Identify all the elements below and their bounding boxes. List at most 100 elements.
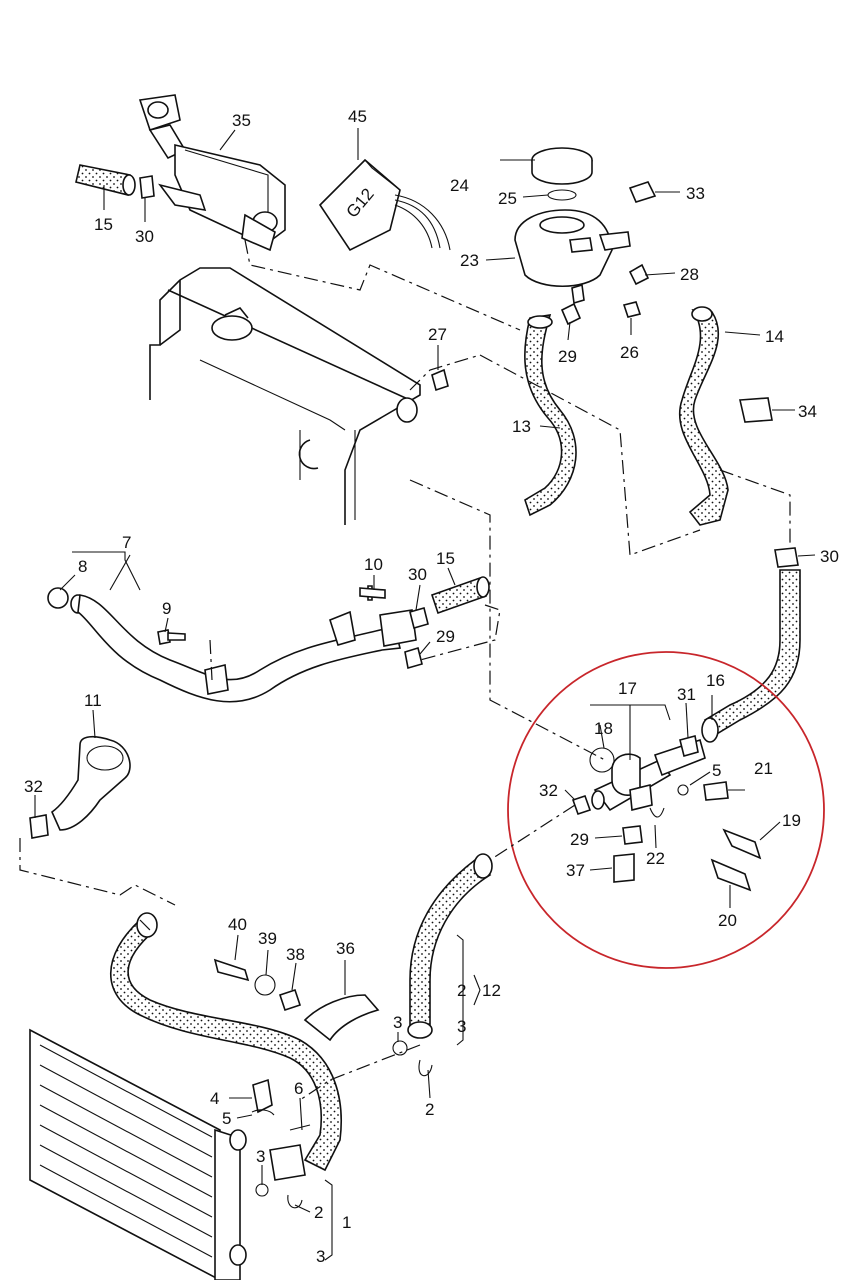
callout-35: 35 xyxy=(232,111,251,130)
radiator xyxy=(29,1028,311,1282)
callout-23: 23 xyxy=(460,251,479,270)
callout-14: 14 xyxy=(765,327,784,346)
sender-21 xyxy=(703,781,729,801)
callout-10: 10 xyxy=(364,555,383,574)
clamp-30-mid xyxy=(409,607,429,629)
coolant-level-sensor: G12 xyxy=(318,158,451,252)
callout-15-mid: 15 xyxy=(436,549,455,568)
plug-37 xyxy=(613,853,635,883)
callout-32-left: 32 xyxy=(24,777,43,796)
callout-5-top: 5 xyxy=(712,761,721,780)
callout-37: 37 xyxy=(566,861,585,880)
callout-3-mid: 3 xyxy=(393,1013,402,1032)
callout-20: 20 xyxy=(718,911,737,930)
callout-2-mid: 2 xyxy=(425,1100,434,1119)
callout-28: 28 xyxy=(680,265,699,284)
bracket-36 xyxy=(303,994,380,1042)
callout-labels: 35 45 24 25 33 23 28 15 30 27 29 26 14 1… xyxy=(24,107,839,1266)
sender-20 xyxy=(710,858,752,892)
callout-30-top: 30 xyxy=(135,227,154,246)
seal-5-lower xyxy=(251,1109,275,1116)
clip-39 xyxy=(254,974,276,996)
callout-39: 39 xyxy=(258,929,277,948)
leader-lines xyxy=(34,128,816,1261)
callout-31: 31 xyxy=(677,685,696,704)
callout-33: 33 xyxy=(686,184,705,203)
callout-17: 17 xyxy=(618,679,637,698)
cap-seal-ring xyxy=(547,189,577,201)
clamp-29-mid xyxy=(404,646,423,670)
flange-11 xyxy=(51,735,131,831)
callout-29-mid: 29 xyxy=(436,627,455,646)
hose-12 xyxy=(409,858,492,1031)
expansion-tank-group xyxy=(431,147,657,392)
grommet-33 xyxy=(628,181,657,203)
nut-38 xyxy=(278,988,302,1012)
callout-12: 12 xyxy=(482,981,501,1000)
highlight-circle xyxy=(507,651,825,969)
callout-13: 13 xyxy=(512,417,531,436)
callout-25: 25 xyxy=(498,189,517,208)
callout-29-right: 29 xyxy=(570,830,589,849)
callout-4: 4 xyxy=(210,1089,219,1108)
bolt-9 xyxy=(157,629,171,645)
oil-filler-cap xyxy=(211,315,253,341)
callout-30-right: 30 xyxy=(820,547,839,566)
clamp-30-upper xyxy=(139,175,155,199)
callout-8: 8 xyxy=(78,557,87,576)
clamp-32-right xyxy=(571,794,592,816)
callout-3-lower: 3 xyxy=(256,1147,265,1166)
routing-lines xyxy=(19,239,791,1101)
clamp-29-right xyxy=(622,825,643,845)
callout-7: 7 xyxy=(122,533,131,552)
callout-2-right: 2 xyxy=(457,981,466,1000)
o-ring-8 xyxy=(47,587,69,609)
callout-26: 26 xyxy=(620,343,639,362)
clip-22 xyxy=(649,807,665,818)
callout-9: 9 xyxy=(162,599,171,618)
callout-6: 6 xyxy=(294,1079,303,1098)
expansion-tank xyxy=(514,209,613,288)
callout-34: 34 xyxy=(798,402,817,421)
callout-30-mid: 30 xyxy=(408,565,427,584)
callout-3-bottom: 3 xyxy=(316,1247,325,1266)
connector-6 xyxy=(269,1144,306,1181)
hose-1 xyxy=(109,918,343,1172)
egr-cooler-group xyxy=(75,94,286,252)
clamp-30-right xyxy=(774,547,799,568)
plug-4 xyxy=(252,1078,273,1114)
hose-13 xyxy=(524,314,577,517)
clamp-29-upper xyxy=(560,302,582,326)
clamp-27 xyxy=(431,368,449,392)
clip-34 xyxy=(739,397,773,423)
engine-outlet-stub xyxy=(396,397,418,423)
callout-1: 1 xyxy=(342,1213,351,1232)
callout-2-lower: 2 xyxy=(314,1203,323,1222)
clamp-31 xyxy=(679,735,699,757)
callout-11: 11 xyxy=(84,691,102,710)
hose-16 xyxy=(703,569,801,737)
sender-19 xyxy=(722,828,762,860)
clamp-32-left xyxy=(29,814,49,839)
callout-29-top: 29 xyxy=(558,347,577,366)
hose-14 xyxy=(679,309,729,526)
callout-15-top: 15 xyxy=(94,215,113,234)
o-ring-18 xyxy=(589,747,615,773)
callout-5-lower: 5 xyxy=(222,1109,231,1128)
callout-27: 27 xyxy=(428,325,447,344)
callout-24: 24 xyxy=(450,176,469,195)
clamp-28 xyxy=(628,263,650,286)
nut-26 xyxy=(622,301,642,318)
engine-block xyxy=(149,267,421,525)
hose-15-upper xyxy=(75,164,131,197)
callout-32-right: 32 xyxy=(539,781,558,800)
callout-18: 18 xyxy=(594,719,613,738)
callout-3-right: 3 xyxy=(457,1017,466,1036)
callout-36: 36 xyxy=(336,939,355,958)
callout-45: 45 xyxy=(348,107,367,126)
callout-22: 22 xyxy=(646,849,665,868)
callout-40: 40 xyxy=(228,915,247,934)
bolt-40 xyxy=(213,958,250,982)
